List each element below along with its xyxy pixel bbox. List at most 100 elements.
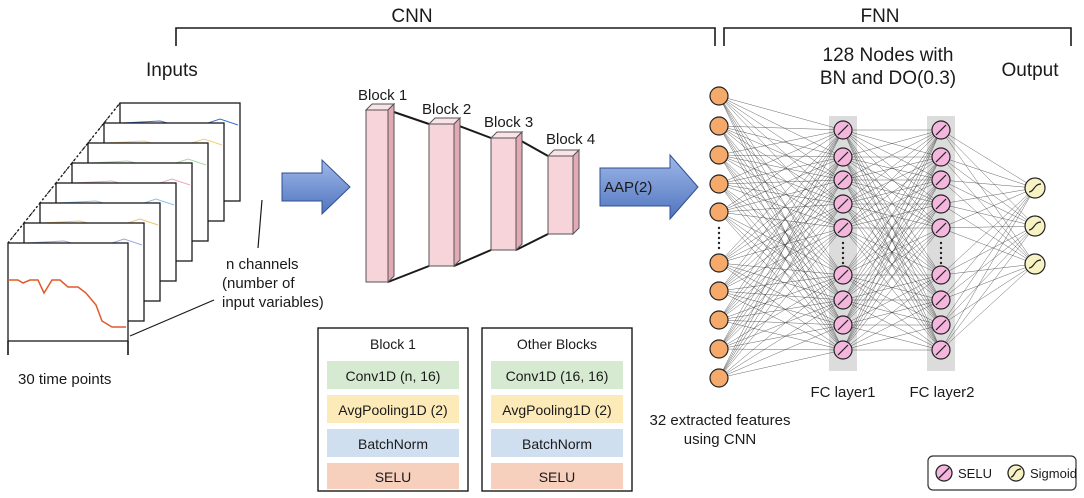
other-blocks-detail-panel [481, 327, 633, 492]
conv-layer-box [491, 361, 623, 389]
selu-node [833, 194, 853, 214]
cnn-section-title: CNN [391, 6, 432, 27]
selu-node [931, 218, 951, 238]
legend [927, 455, 1077, 491]
ellipsis-dot [717, 241, 721, 245]
inputs-title: Inputs [146, 60, 198, 81]
selu-node [833, 315, 853, 335]
ellipsis-dot [841, 241, 845, 245]
block-1-selu-label: SELU [375, 469, 412, 485]
ellipsis-dot [841, 246, 845, 250]
arrow-aap-icon [599, 153, 699, 221]
selu-node [833, 120, 853, 140]
selu-node [833, 340, 853, 360]
fnn-section-title: FNN [860, 6, 899, 27]
input-node [709, 174, 729, 194]
other-blocks-pool-label: AvgPooling1D (2) [502, 402, 611, 418]
sigmoid-legend-icon [1007, 464, 1025, 482]
channels-label-line1: n channels [226, 256, 299, 273]
legend-selu-label: SELU [958, 466, 992, 481]
other-blocks-bn-label: BatchNorm [522, 436, 592, 452]
cnn-blocks [364, 102, 581, 284]
aap-label: AAP(2) [604, 179, 652, 196]
other-blocks-selu-label: SELU [539, 469, 576, 485]
channels-label-line2: (number of [222, 275, 295, 292]
time-series-line [8, 279, 126, 328]
selu-node [931, 194, 951, 214]
selu-node [931, 170, 951, 190]
features-label-line2: using CNN [684, 431, 757, 448]
sigmoid-node [1024, 215, 1046, 237]
block-1-conv-label: Conv1D (n, 16) [346, 368, 441, 384]
fc-layer1-label: FC layer1 [810, 384, 875, 401]
fnn-network [709, 86, 1046, 388]
selu-node [833, 218, 853, 238]
selu-node [931, 265, 951, 285]
batchnorm-layer-box [491, 429, 623, 457]
input-node [709, 281, 729, 301]
sigmoid-node [1024, 177, 1046, 199]
output-title: Output [1001, 60, 1059, 81]
legend-sigmoid-label: Sigmoid [1030, 466, 1077, 481]
selu-node [931, 315, 951, 335]
block-1-pool-label: AvgPooling1D (2) [338, 402, 447, 418]
fc-layer2-label: FC layer2 [909, 384, 974, 401]
arrow-inputs-to-cnn-icon [281, 158, 351, 216]
selu-node [833, 147, 853, 167]
cnn-bracket [175, 27, 716, 46]
taper-line [515, 233, 549, 251]
input-channel-stack [7, 102, 263, 342]
selu-node [931, 120, 951, 140]
selu-layer-box [327, 463, 459, 489]
input-node [709, 202, 729, 222]
input-node [709, 145, 729, 165]
ellipsis-dot [939, 256, 943, 260]
ellipsis-dot [939, 251, 943, 255]
features-label-line1: 32 extracted features [650, 412, 791, 429]
selu-node [833, 290, 853, 310]
channels-label-line3: input variables) [222, 294, 324, 311]
cnn-block-2 [427, 116, 462, 268]
cnn-block-4-label: Block 4 [546, 131, 595, 148]
ellipsis-dot [841, 251, 845, 255]
ellipsis-dot [939, 261, 943, 265]
selu-node [833, 170, 853, 190]
cnn-block-1-label: Block 1 [358, 87, 407, 104]
batchnorm-layer-box [327, 429, 459, 457]
block-1-bn-label: BatchNorm [358, 436, 428, 452]
taper-line [387, 265, 430, 283]
input-node [709, 253, 729, 273]
cnn-block-2-label: Block 2 [422, 101, 471, 118]
connections [718, 95, 1036, 379]
taper-line [387, 109, 430, 125]
conv-layer-box [327, 361, 459, 389]
block-1-detail-panel [317, 327, 469, 492]
time-points-bracket [7, 341, 129, 355]
ellipsis-dot [841, 261, 845, 265]
hidden-layer-title-line1: 128 Nodes with [823, 45, 954, 66]
input-node [709, 86, 729, 106]
selu-node [931, 290, 951, 310]
input-node [709, 368, 729, 388]
cnn-block-1 [364, 102, 396, 284]
cnn-block-4 [546, 148, 581, 236]
input-node [709, 310, 729, 330]
ellipsis-dot [939, 241, 943, 245]
taper-line [453, 249, 492, 267]
input-node [709, 339, 729, 359]
hidden-layer-title-line2: BN and DO(0.3) [820, 68, 956, 89]
other-blocks-conv-label: Conv1D (16, 16) [506, 368, 609, 384]
selu-layer-box [491, 463, 623, 489]
time-points-label: 30 time points [18, 371, 111, 388]
fnn-bracket [723, 27, 1072, 46]
selu-node [833, 265, 853, 285]
channel-sheet [7, 242, 129, 342]
ellipsis-dot [717, 226, 721, 230]
block-1-detail-title: Block 1 [370, 336, 416, 352]
ellipsis-dot [717, 236, 721, 240]
pool-layer-box [327, 395, 459, 423]
ellipsis-dot [841, 256, 845, 260]
input-node [709, 116, 729, 136]
pool-layer-box [491, 395, 623, 423]
